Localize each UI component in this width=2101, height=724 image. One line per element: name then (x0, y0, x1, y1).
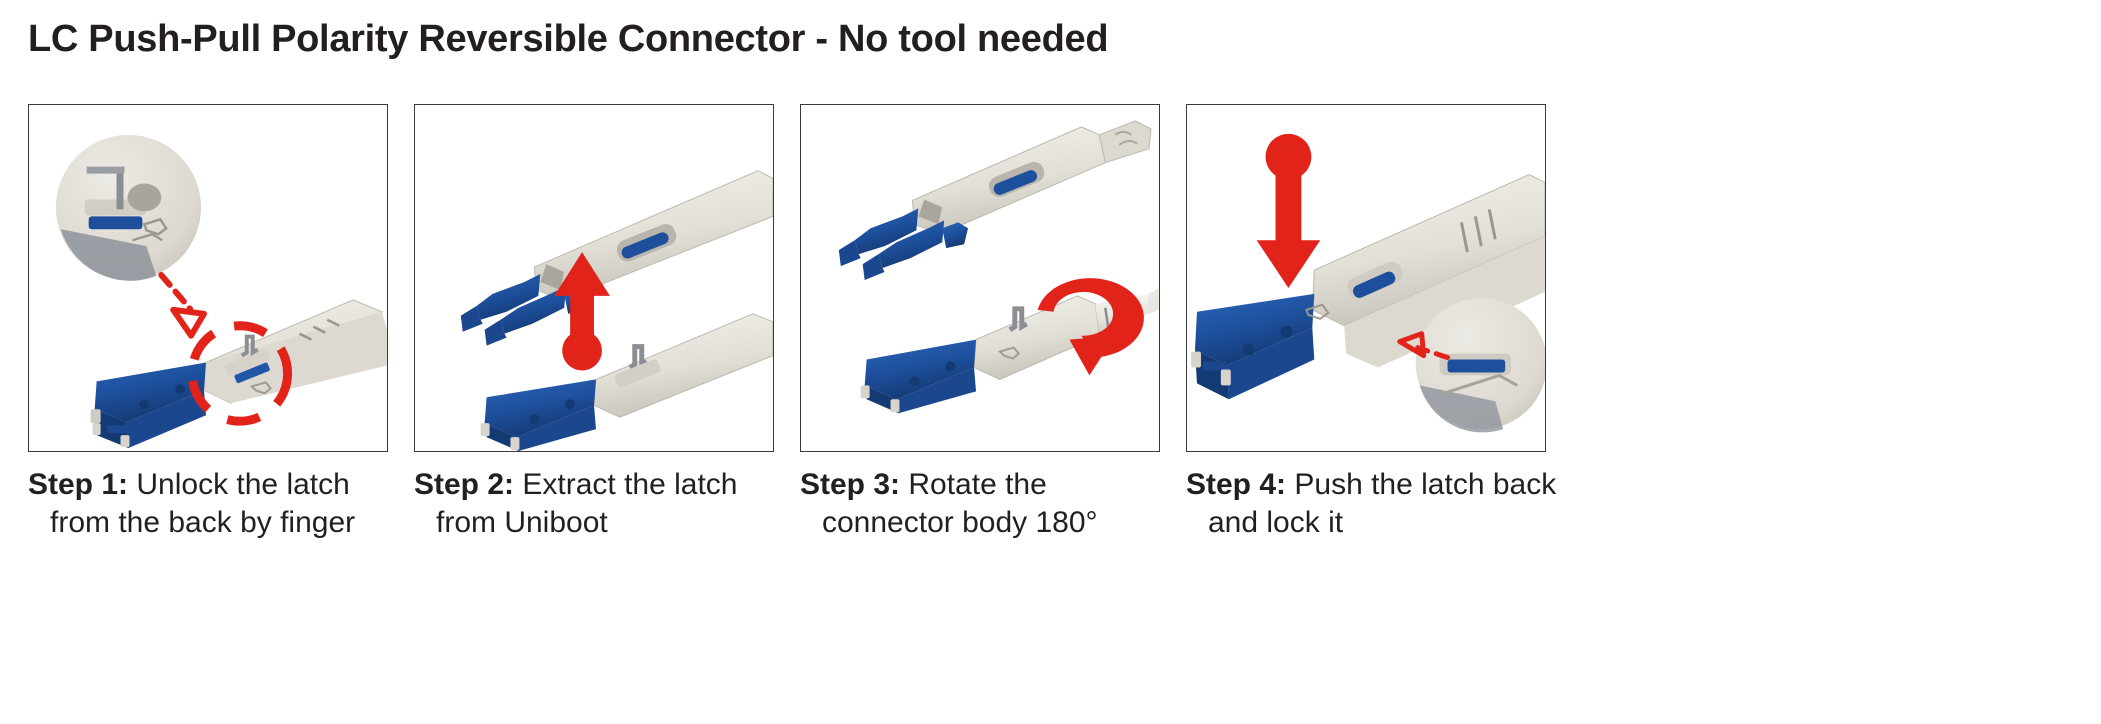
step-3: Step 3: Rotate the connector body 180° (800, 104, 1162, 704)
red-up-arrow-with-ball (554, 252, 610, 371)
step-2: Step 2: Extract the latch from Uniboot (414, 104, 776, 704)
dashed-red-arrow (158, 272, 208, 339)
step-1-caption: Step 1: Unlock the latch from the back b… (28, 466, 448, 543)
dashed-red-outline-arrow (1397, 331, 1451, 361)
lc-connector (90, 299, 387, 449)
step-4-illustration-panel (1186, 104, 1546, 452)
connector-body (480, 313, 773, 451)
step-2-line1: Extract the latch (522, 468, 738, 501)
magnifier-inset-circle (55, 134, 202, 281)
dashed-red-circle-highlight (187, 321, 293, 426)
red-down-arrow-with-ball (1256, 133, 1321, 288)
step-1-line1: Unlock the latch (136, 468, 350, 501)
step-3-lead: Step 3: (800, 468, 901, 501)
step-4-lead: Step 4: (1186, 468, 1287, 501)
step-1-lead: Step 1: (28, 468, 129, 501)
step-4-line2: and lock it (1208, 506, 1344, 540)
latch-part (460, 170, 773, 346)
step-1-illustration-panel (28, 104, 388, 452)
step-1: Step 1: Unlock the latch from the back b… (28, 104, 390, 704)
step-3-illustration-panel (800, 104, 1160, 452)
step-4-caption: Step 4: Push the latch back and lock it (1186, 466, 1606, 543)
latch-part (838, 120, 1152, 280)
red-curved-rotation-arrow (1037, 278, 1144, 376)
page-title: LC Push-Pull Polarity Reversible Connect… (28, 18, 1109, 60)
step-2-caption: Step 2: Extract the latch from Uniboot (414, 466, 834, 543)
step-3-line1: Rotate the (908, 468, 1047, 501)
step-3-line2: connector body 180° (822, 506, 1098, 540)
step-2-lead: Step 2: (414, 468, 515, 501)
step-2-line2: from Uniboot (436, 506, 608, 540)
step-1-line2: from the back by finger (50, 506, 356, 540)
magnifier-inset-circle (1415, 297, 1545, 433)
step-3-caption: Step 3: Rotate the connector body 180° (800, 466, 1220, 543)
step-4-line1: Push the latch back (1294, 468, 1557, 501)
step-2-illustration-panel (414, 104, 774, 452)
step-4: Step 4: Push the latch back and lock it (1186, 104, 1706, 704)
assembled-lc-connector (1191, 174, 1545, 400)
steps-row: Step 1: Unlock the latch from the back b… (28, 104, 2073, 704)
